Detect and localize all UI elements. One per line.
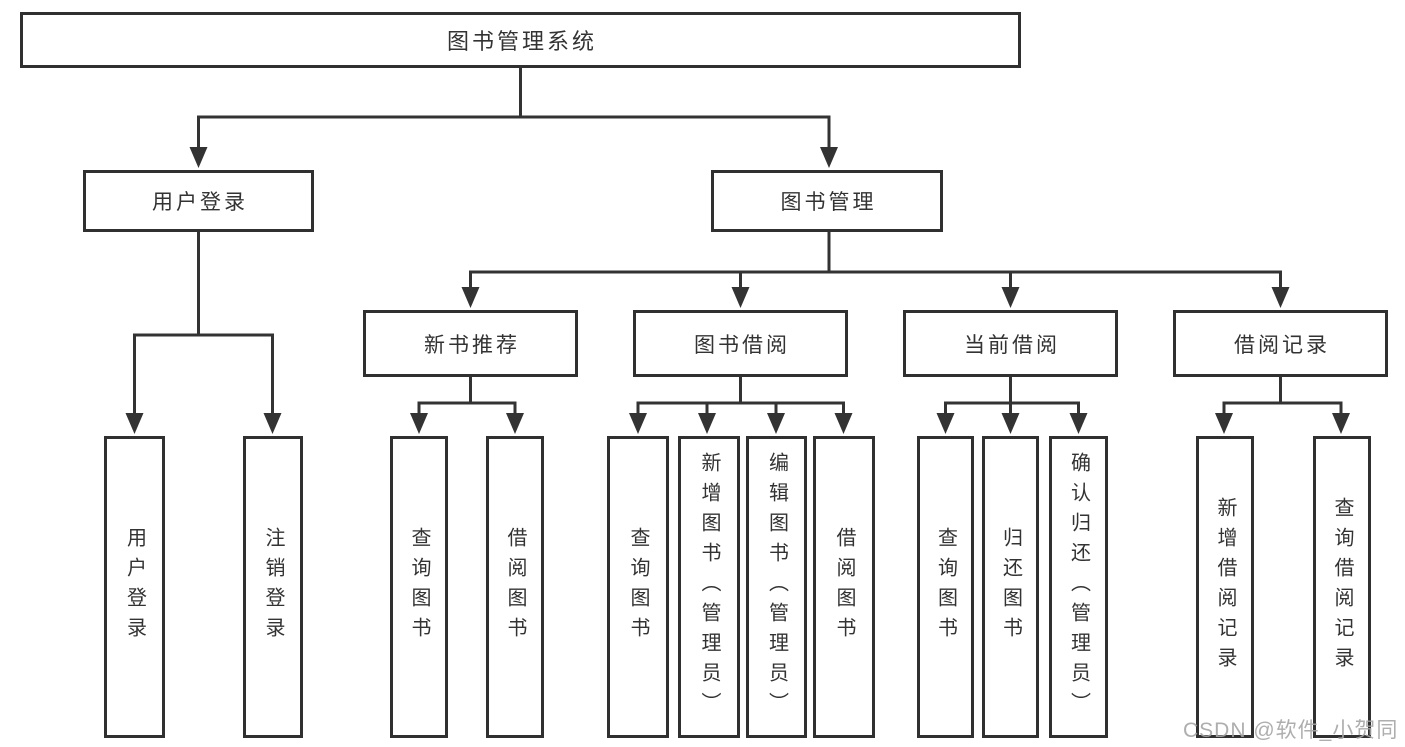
leaf-recommend-query-books: 查询图书 <box>390 436 448 738</box>
node-current-borrowing: 当前借阅 <box>903 310 1118 377</box>
node-borrow-records: 借阅记录 <box>1173 310 1388 377</box>
leaf-records-query-record: 查询借阅记录 <box>1313 436 1371 738</box>
leaf-recommend-borrow-books: 借阅图书 <box>486 436 544 738</box>
leaf-borrowing-edit-books-admin: 编辑图书（管理员） <box>746 436 807 738</box>
leaf-user-login: 用户登录 <box>104 436 165 738</box>
node-system-root: 图书管理系统 <box>20 12 1021 68</box>
leaf-current-confirm-return-admin: 确认归还（管理员） <box>1049 436 1108 738</box>
node-new-book-recommend: 新书推荐 <box>363 310 578 377</box>
leaf-records-add-record: 新增借阅记录 <box>1196 436 1254 738</box>
leaf-borrowing-query-books: 查询图书 <box>607 436 669 738</box>
leaf-borrowing-add-books-admin: 新增图书（管理员） <box>678 436 740 738</box>
leaf-logout: 注销登录 <box>243 436 303 738</box>
arrowheads <box>125 147 1350 434</box>
leaf-current-return-books: 归还图书 <box>982 436 1039 738</box>
node-user-login: 用户登录 <box>83 170 314 232</box>
node-book-management: 图书管理 <box>711 170 943 232</box>
leaf-current-query-books: 查询图书 <box>917 436 974 738</box>
leaf-borrowing-borrow-books: 借阅图书 <box>813 436 875 738</box>
node-book-borrowing: 图书借阅 <box>633 310 848 377</box>
